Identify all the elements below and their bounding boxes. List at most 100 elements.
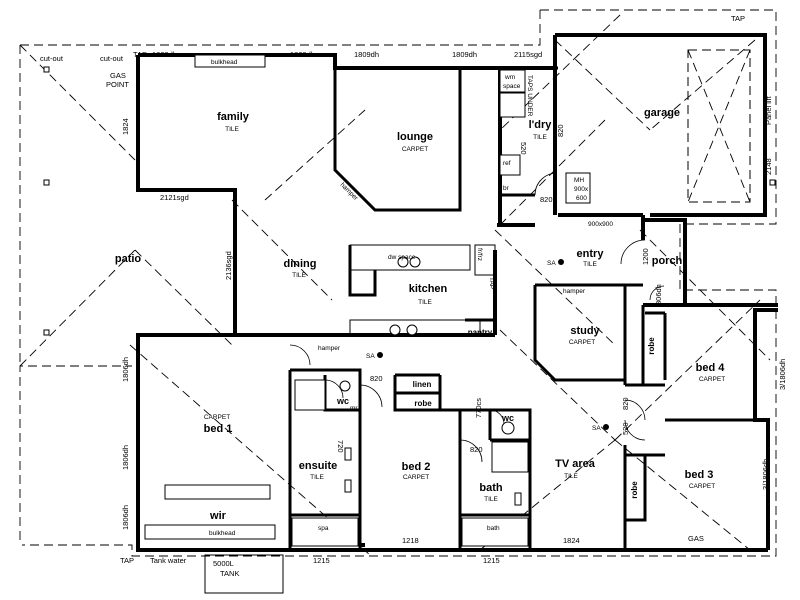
label-tank-water: Tank water [150,556,187,565]
dim-1809-b: 1809dh [290,50,315,59]
dim-820-a: 820 [556,124,565,137]
sa-entry-dot [558,259,564,265]
dim-1809-a: 1809dh [152,50,177,59]
dim-1215-b: 1215 [483,556,500,565]
tank-box [204,554,284,594]
label-hamper-bed1: hamper [318,345,341,352]
label-br: br [503,185,510,192]
label-panel-lift: Panel lift [764,95,773,125]
room-bath-finish: TILE [484,496,498,503]
dim-820-e: 820 [621,397,630,410]
room-ensuite-finish: TILE [310,474,324,481]
label-wm-1: wm [504,74,515,81]
dim-900x900: 900x900 [588,221,613,228]
room-study-finish: CARPET [569,339,595,346]
room-wc-bath: wc [501,413,514,423]
dim-1824-family: 1824 [121,118,130,135]
label-mh-3: 600 [576,195,587,202]
dim-1806-b: 1806dh [121,445,130,470]
room-kitchen: kitchen [409,283,448,295]
dim-1806-a: 1806dh [121,357,130,382]
dim-2136: 2136sgd [224,251,233,280]
dim-1806-r1: 3/1806dh [778,359,787,390]
label-wm-2: space [503,83,521,90]
dim-520: 520 [519,142,528,155]
room-robe-study: robe [647,337,656,355]
room-dining-finish: TILE [292,272,306,279]
label-gas-point-1: GAS [110,71,126,80]
room-porch: porch [652,255,683,267]
room-wir: wir [209,510,227,522]
room-garage: garage [644,107,680,119]
room-bath: bath [479,482,503,494]
dim-2148: 2148 [764,158,773,175]
label-sa-hall: SA [592,425,601,432]
room-bed1: bed 1 [204,423,233,435]
dim-1824-bottom: 1824 [563,536,580,545]
room-study: study [570,325,600,337]
room-lounge: lounge [397,131,433,143]
room-bed4-finish: CARPET [699,376,725,383]
room-family: family [217,111,250,123]
room-dining: dining [284,258,317,270]
room-wc-ensuite: wc [336,396,349,406]
label-cut-out-2: cut-out [100,54,124,63]
label-tank-box-1: 5000L [213,559,234,568]
room-bed3: bed 3 [685,469,714,481]
label-gas-point-2: POINT [106,80,129,89]
room-robe-bed2: robe [414,399,432,408]
label-taps-under: TAPS UNDER [526,75,533,117]
dim-2115: 2115sgd [514,50,542,59]
room-tv-area-finish: TILE [564,473,578,480]
room-entry-finish: TILE [583,261,597,268]
room-bed1-finish: CARPET [204,414,230,421]
label-mh-2: 900x [574,186,589,193]
label-tap-top: TAP [731,14,745,23]
label-tap-left: TAP [133,50,147,59]
room-lounge-finish: CARPET [402,146,428,153]
dim-1218: 1218 [402,536,419,545]
dim-770: 770cs [474,398,483,418]
label-bulkhead-top: bulkhead [211,59,238,66]
room-robe-bed3: robe [630,481,639,499]
room-bed2-finish: CARPET [403,474,429,481]
dim-820-d: 820 [470,445,483,454]
dim-820-c: 820 [370,374,383,383]
room-bed4: bed 4 [696,362,726,374]
room-pantry: pantry [468,328,493,337]
sa-hall-dot [603,424,609,430]
dim-1806-c: 1806dh [121,505,130,530]
label-mh-1: MH [574,177,584,184]
dim-720: 720 [336,440,345,453]
label-bulkhead-bottom: bulkhead [209,530,236,537]
label-tank-box-2: TANK [220,569,239,578]
label-mr: mr [350,405,358,412]
room-laundry-finish: TILE [533,134,547,141]
room-laundry: l'dry [529,119,553,131]
dim-1809-c: 1809dh [354,50,379,59]
door-swings [289,172,665,463]
dim-520-b: 520 [621,422,630,435]
room-bed3-finish: CARPET [689,483,715,490]
dim-1809-d: 1809dh [452,50,477,59]
label-ref: ref [503,160,511,167]
label-gas-bottom: GAS [688,534,704,543]
dim-1200: 1200 [641,248,650,265]
room-patio: patio [115,253,142,265]
label-sa-bed1: SA [366,353,375,360]
dim-2121: 2121sgd [160,193,189,202]
patio-posts [43,66,776,336]
fixtures [144,54,591,547]
label-dw-space: dw space [388,254,416,261]
label-fr-frz: fr/frz [476,248,483,261]
dimensions: 1809dh 1809dh 1809dh 1809dh 2115sgd 1824… [121,50,787,565]
dim-1806-r2: 3/1806dh [761,459,770,490]
room-bed2: bed 2 [402,461,431,473]
label-hamper-study: hamper [563,288,586,295]
dim-1215-a: 1215 [313,556,330,565]
label-sa-entry: SA [547,260,556,267]
room-linen: linen [413,380,432,389]
room-family-finish: TILE [225,126,239,133]
room-labels: family TILE lounge CARPET l'dry TILE gar… [115,107,725,522]
